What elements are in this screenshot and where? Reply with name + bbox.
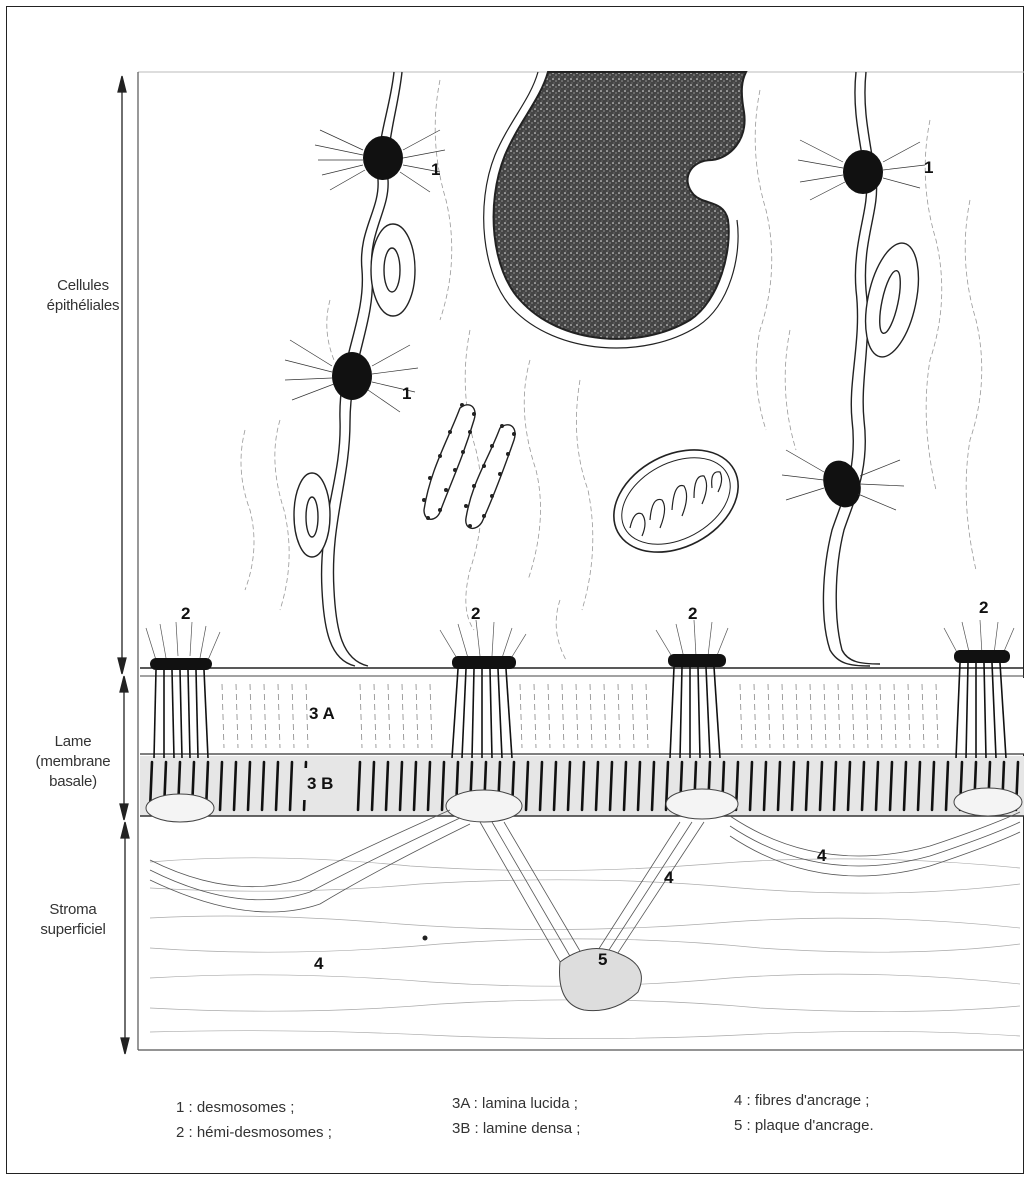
label-basement-membrane: Lame (membrane basale) [32,732,114,792]
label-lamina-lucida: 3 A [309,704,335,724]
mitochondrion [596,429,756,572]
epithelium-range-arrow [118,76,126,674]
label-superficial-stroma: Stroma superficiel [40,900,106,940]
desmosome [315,130,445,192]
label-epithelial-cells: Cellules épithéliales [38,276,128,316]
desmosome [782,450,904,513]
legend-item: 3A : lamina lucida ; [452,1091,580,1116]
nucleus [494,72,746,339]
stroma-range-arrow [121,822,129,1054]
legend-item: 5 : plaque d'ancrage. [734,1113,874,1138]
label-anchoring-plaque: 5 [598,950,607,970]
basement-range-arrow [120,676,128,820]
label-anchoring-fibres: 4 [817,846,826,866]
label-hemidesmosome: 2 [688,604,697,624]
label-desmosome: 1 [924,158,933,178]
label-hemidesmosome: 2 [471,604,480,624]
legend-column-1: 1 : desmosomes ; 2 : hémi-desmosomes ; [176,1095,332,1145]
lamina-lucida [140,678,1024,754]
legend-item: 3B : lamine densa ; [452,1116,580,1141]
label-lamina-densa: 3 B [307,774,333,794]
legend-item: 1 : desmosomes ; [176,1095,332,1120]
label-hemidesmosome: 2 [979,598,988,618]
label-hemidesmosome: 2 [181,604,190,624]
legend-item: 4 : fibres d'ancrage ; [734,1088,874,1113]
legend-column-2: 3A : lamina lucida ; 3B : lamine densa ; [452,1091,580,1141]
rough-endoplasmic-reticulum [424,405,515,529]
label-desmosome: 1 [402,384,411,404]
label-desmosome: 1 [431,160,440,180]
legend-column-3: 4 : fibres d'ancrage ; 5 : plaque d'ancr… [734,1088,874,1138]
label-anchoring-fibres: 4 [314,954,323,974]
stroma-collagen-fibres [150,858,1020,1039]
stroma-dot [423,936,428,941]
legend-item: 2 : hémi-desmosomes ; [176,1120,332,1145]
label-anchoring-fibres: 4 [664,868,673,888]
